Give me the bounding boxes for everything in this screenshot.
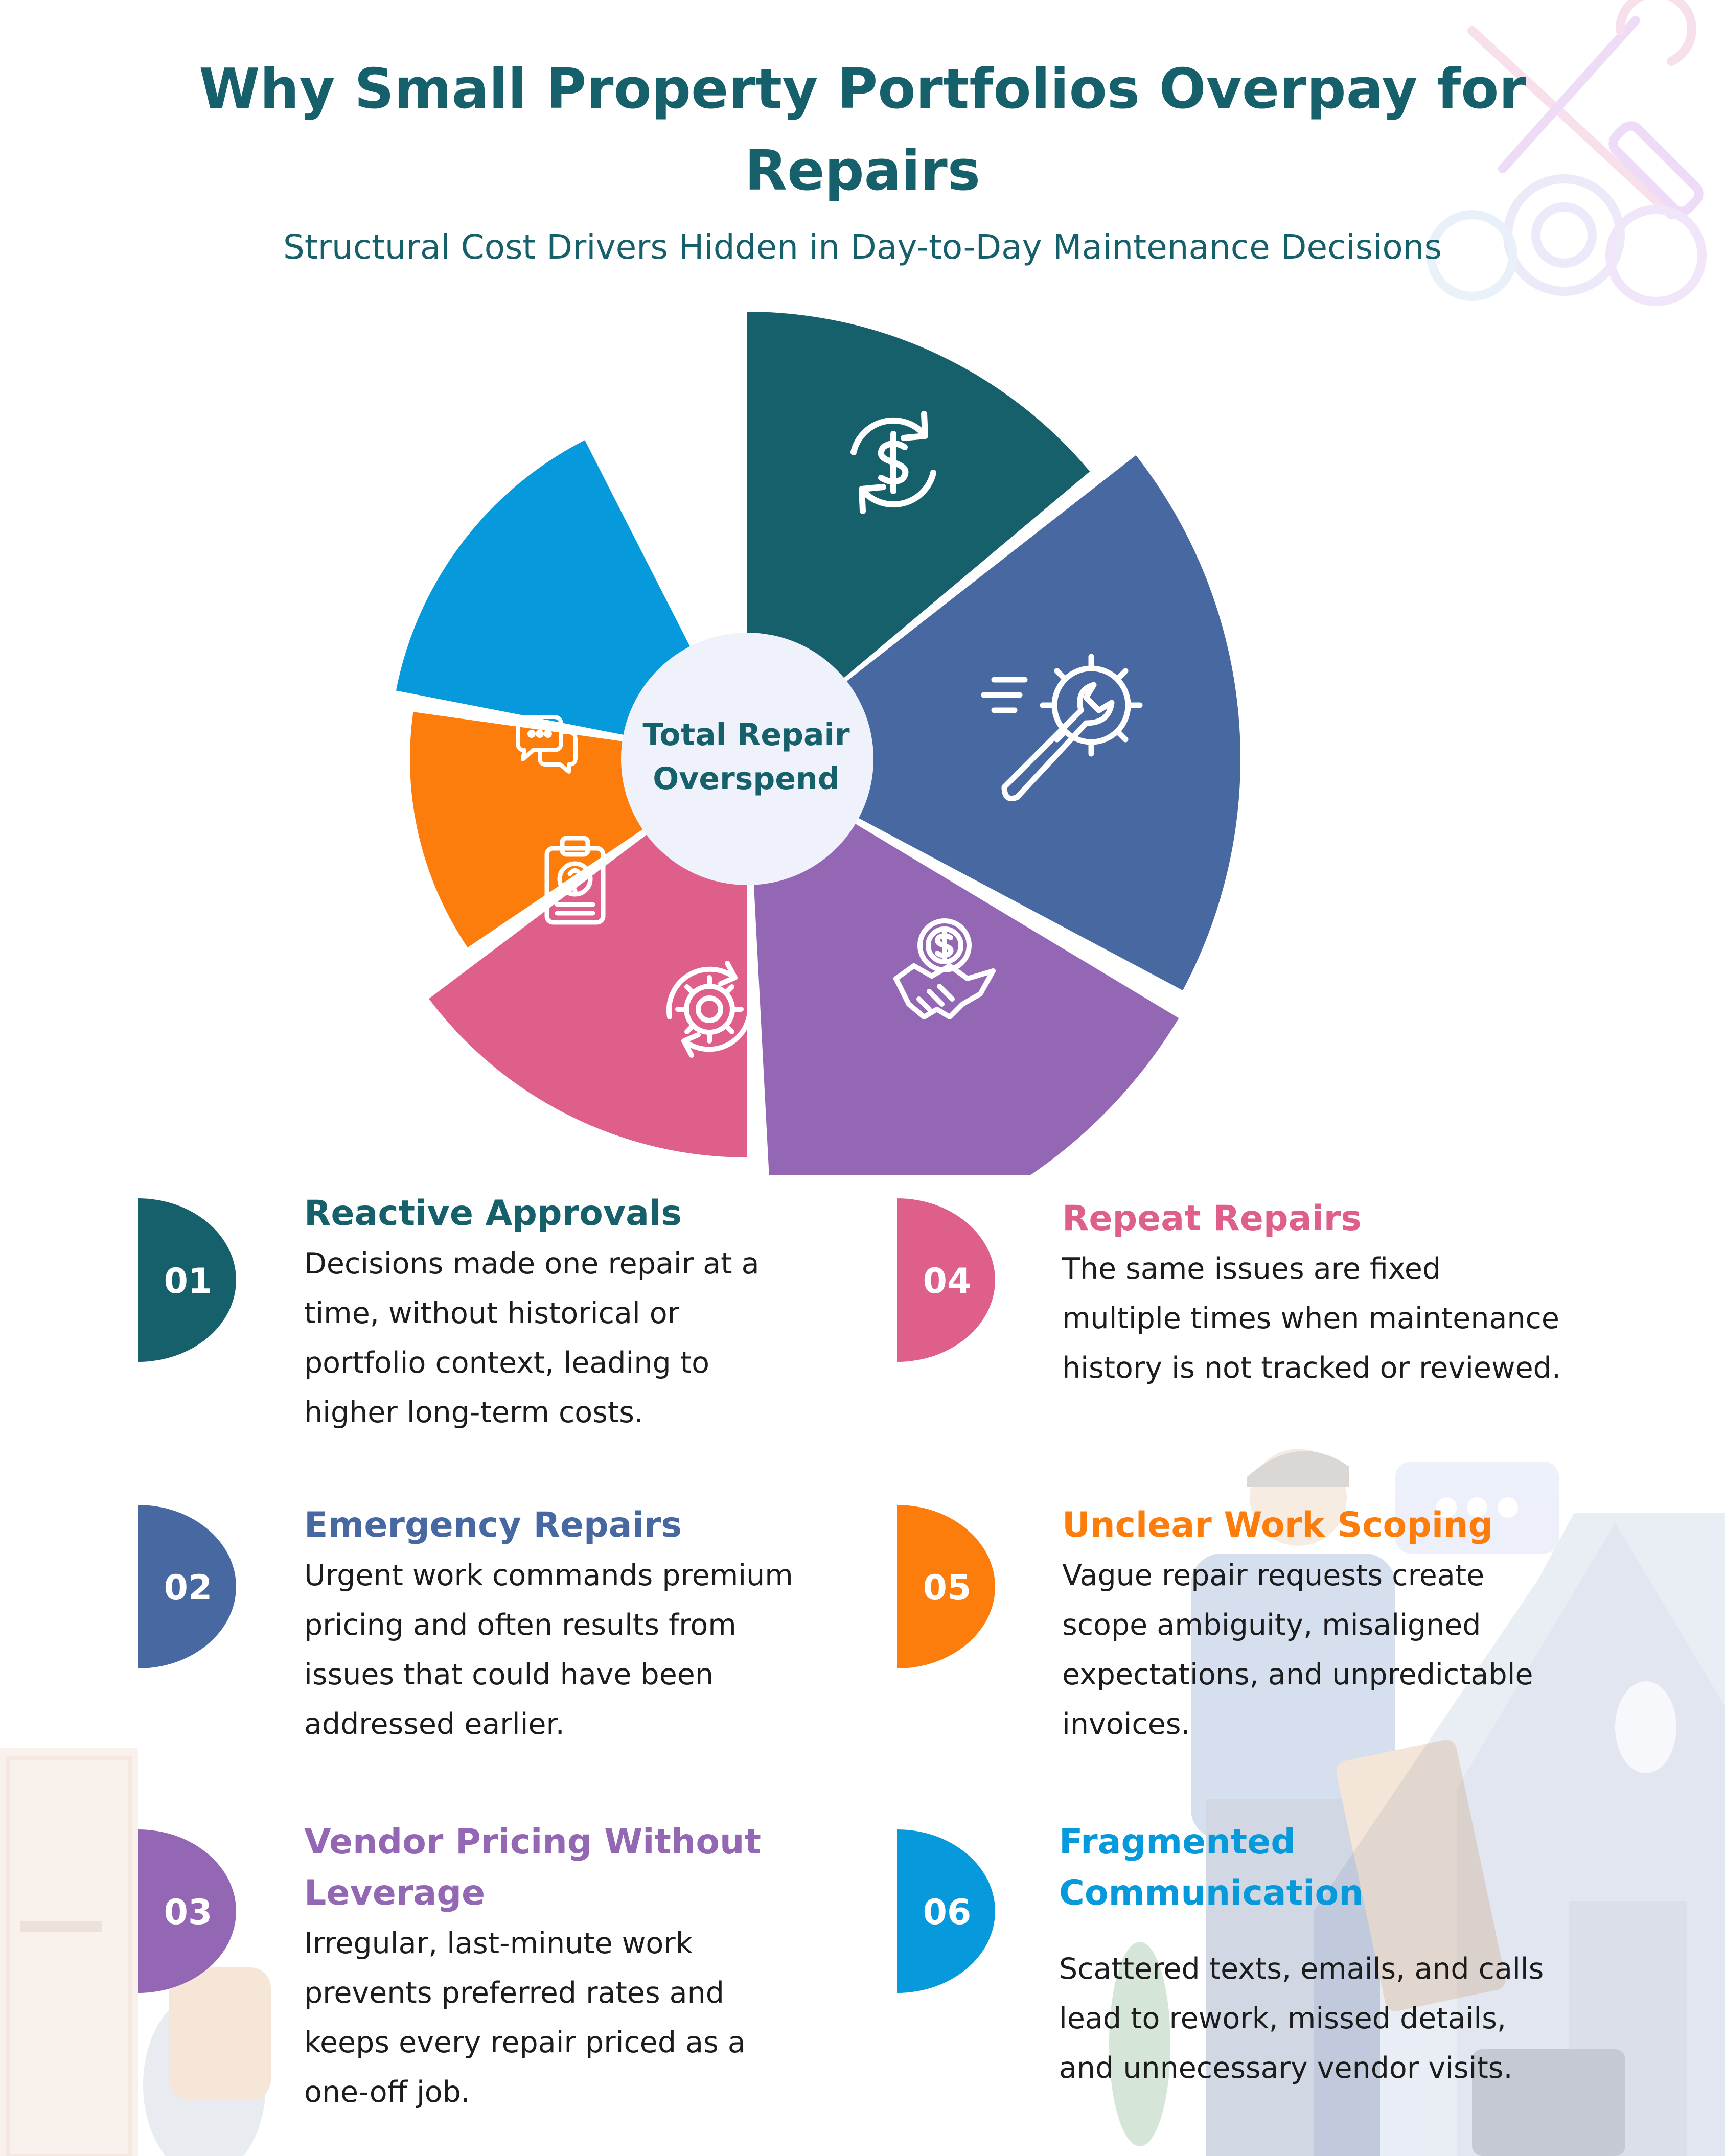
item-description-line: multiple times when maintenance	[1062, 1302, 1559, 1335]
item-description-line: time, without historical or	[304, 1296, 680, 1330]
gear-cycle-icon	[666, 961, 753, 1058]
item-number: 01	[164, 1261, 213, 1302]
item-description-line: and unnecessary vendor visits.	[1059, 2051, 1513, 2085]
item-title: Repeat Repairs	[1062, 1198, 1362, 1239]
item-description-line: The same issues are fixed	[1062, 1252, 1441, 1286]
badge-shape	[897, 1198, 995, 1362]
item-description-line: higher long-term costs.	[304, 1396, 644, 1429]
worker-decoration-icon	[1109, 1449, 1506, 2156]
item-description-line: keeps every repair priced as a	[304, 2026, 746, 2059]
item-description-line: Irregular, last-minute work	[304, 1927, 693, 1960]
item-description-line: addressed earlier.	[304, 1707, 565, 1741]
item-number: 05	[923, 1568, 972, 1608]
item-title: Leverage	[304, 1873, 486, 1913]
badge-shape	[897, 1829, 995, 1993]
radial-diagram	[396, 312, 1240, 1175]
item-description-line: scope ambiguity, misaligned	[1062, 1608, 1481, 1642]
item-title: Reactive Approvals	[304, 1193, 682, 1234]
segment-04	[429, 834, 747, 1157]
item-description-line: pricing and often results from	[304, 1608, 737, 1642]
badge-shape	[138, 1505, 236, 1668]
item-description-line: prevents preferred rates and	[304, 1976, 724, 2010]
center-circle	[621, 633, 873, 885]
number-badge: 03	[138, 1829, 236, 1993]
item-description-line: Vague repair requests create	[1062, 1559, 1485, 1592]
badge-shape	[138, 1198, 236, 1362]
door-decoration-icon	[0, 1748, 271, 2156]
item-description-line: lead to rework, missed details,	[1059, 2002, 1507, 2035]
number-badge: 02	[138, 1505, 236, 1668]
item-description-line: Urgent work commands premium	[304, 1559, 793, 1592]
dollar-cycle-icon	[850, 411, 936, 514]
item-description-line: expectations, and unpredictable	[1062, 1658, 1533, 1691]
item-description-line: issues that could have been	[304, 1658, 714, 1691]
number-badge: 05	[897, 1505, 995, 1668]
item-description-line: one-off job.	[304, 2075, 470, 2109]
house-decoration-icon	[1314, 1462, 1725, 2156]
item-number: 03	[164, 1892, 213, 1933]
item-title: Emergency Repairs	[304, 1505, 682, 1545]
wrench-gear-icon	[981, 654, 1143, 801]
item-title: Fragmented Communication	[1059, 1822, 1364, 1913]
number-badge: 06	[897, 1829, 995, 1993]
item-number: 04	[923, 1261, 972, 1302]
center-label: Total Repair Overspend	[642, 717, 850, 797]
segment-05	[410, 712, 643, 948]
item-description-line: invoices.	[1062, 1707, 1190, 1741]
item-description-line: Scattered texts, emails, and calls	[1059, 1952, 1544, 1986]
segment-06	[396, 440, 691, 735]
item-description-line: history is not tracked or reviewed.	[1062, 1351, 1561, 1385]
item-number: 02	[164, 1568, 213, 1608]
item-description-line: Decisions made one repair at a	[304, 1247, 760, 1281]
item-title: Unclear Work Scoping	[1062, 1505, 1493, 1545]
item-title: Vendor Pricing Without	[304, 1822, 761, 1862]
page-subtitle: Structural Cost Drivers Hidden in Day-to…	[283, 227, 1442, 267]
segment-02	[846, 455, 1240, 991]
tools-decoration-icon	[1427, 0, 1707, 306]
number-badge: 04	[897, 1198, 995, 1362]
item-number: 06	[923, 1892, 972, 1933]
badge-shape	[138, 1829, 236, 1993]
handshake-dollar-icon	[893, 918, 996, 1019]
chat-bubbles-icon	[516, 715, 578, 774]
item-description-line: portfolio context, leading to	[304, 1346, 710, 1380]
clipboard-question-icon	[544, 836, 606, 925]
page-title: Why Small Property Portfolios Overpay fo…	[199, 57, 1526, 203]
number-badge: 01	[138, 1198, 236, 1362]
badge-shape	[897, 1505, 995, 1668]
